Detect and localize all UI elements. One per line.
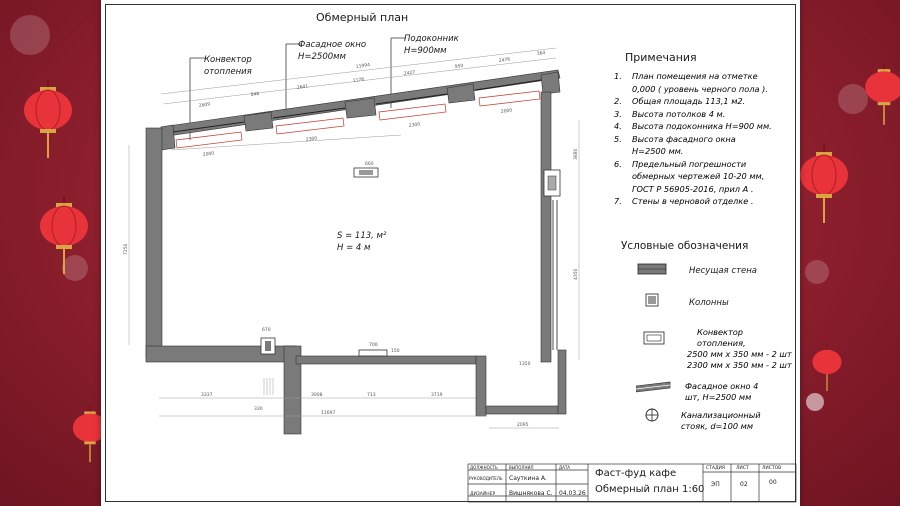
sheet-frame	[105, 4, 796, 502]
tb-designer: Вишнякова С.	[509, 490, 553, 497]
tb-sheets: 00	[769, 479, 777, 486]
note-text: План помещения на отметке	[632, 71, 758, 81]
tb-label: РУКОВОДИТЕЛЬ	[469, 476, 503, 481]
room-height: H = 4 м	[337, 243, 371, 253]
legend-sewer: Канализационный стояк, d=100 мм	[681, 410, 761, 432]
dim-misc: 330	[254, 406, 263, 412]
dim-bottom: 3337	[201, 392, 213, 398]
notes-list: 1. План помещения на отметке 0,000 ( урове…	[614, 70, 790, 208]
legend-convector-line: Конвектор	[697, 327, 743, 337]
legend-convector-line: отопления,	[697, 338, 746, 348]
dim-window: 2000	[500, 107, 512, 115]
note-text: H=2500 мм.	[632, 146, 684, 156]
legend-convector-line: 2300 мм х 350 мм - 2 шт	[687, 360, 792, 370]
note-text: Высота фасадного окна	[632, 133, 736, 144]
tb-sheet-name: Обмерный план 1:60	[595, 484, 705, 495]
tb-stage: ЭП	[711, 481, 720, 488]
notes-title: Примечания	[625, 51, 697, 64]
note-number: 5.	[614, 133, 622, 144]
dim-window: 2000	[202, 150, 214, 158]
legend-symbols	[636, 263, 671, 422]
dim-window: 2300	[408, 121, 420, 129]
dim-top: 846	[250, 91, 259, 98]
note-number: 1.	[614, 71, 622, 81]
legend-columns: Колонны	[689, 298, 729, 308]
note-number: 4.	[614, 121, 622, 131]
room-area: S = 113, м²	[337, 231, 387, 241]
lantern-icon	[72, 406, 108, 463]
dim-bottom: 3719	[431, 392, 443, 398]
note-text: Высота потолков 4 м.	[632, 108, 726, 119]
floor-plan: 11994 2609 846 2641 1176 2427 950 2476 3…	[123, 37, 797, 503]
dim-right: 3680	[573, 148, 579, 160]
tb-label: ДИЗАЙНЕР	[470, 492, 496, 497]
note-text: ГОСТ Р 56905-2016, прил А .	[632, 183, 754, 194]
tb-label: ДОЛЖНОСТЬ	[470, 465, 498, 470]
plan-title: Обмерный план	[316, 11, 409, 24]
tb-label: ДАТА	[559, 465, 571, 470]
callout-facade-window: Фасадное окно H=2500мм	[298, 40, 367, 62]
note-text: 0,000 ( уровень черного пола ).	[632, 83, 768, 94]
lantern-icon	[800, 145, 848, 223]
lantern-icon	[24, 80, 72, 158]
note-text: Высота подоконника H=900 мм.	[632, 121, 772, 131]
bokeh-light	[806, 393, 824, 411]
dim-misc: 150	[391, 348, 400, 354]
drawing-sheet: Обмерный план Конвектор отопления Фасадн…	[101, 0, 800, 506]
legend-sewer-line: Канализационный	[681, 410, 761, 420]
note-number: 2.	[614, 96, 622, 106]
dim-bottom-total: 11697	[321, 410, 335, 416]
note-text: Стены в черновой отделке .	[632, 196, 754, 206]
legend-sewer-line: стояк, d=100 мм	[681, 421, 753, 431]
bokeh-light	[62, 255, 88, 281]
dim-top: 2427	[403, 69, 415, 77]
tb-stage-label: СТАДИЯ	[706, 466, 725, 471]
dim-top: 2641	[296, 83, 308, 91]
tb-project: Фаст-фуд кафе	[595, 468, 677, 479]
dim-left: 7250	[123, 243, 129, 255]
dim-top: 364	[536, 50, 545, 57]
tb-supervisor: Сауткина А.	[509, 475, 547, 482]
lantern-icon	[865, 63, 900, 125]
note-number: 3.	[614, 108, 622, 119]
tb-date: 04.03.26	[559, 490, 586, 497]
dim-misc: 670	[262, 327, 271, 333]
note-number: 6.	[614, 158, 622, 169]
bokeh-light	[805, 260, 829, 284]
tb-sheets-label: ЛИСТОВ	[762, 466, 782, 471]
dim-window: 2300	[305, 135, 317, 143]
dim-misc: 700	[369, 342, 378, 348]
callout-sill: Подоконник H=900мм	[404, 34, 459, 56]
dim-right: 4350	[573, 268, 579, 280]
dim-top: 950	[454, 63, 463, 70]
dim-top: 2609	[198, 101, 210, 109]
note-text: Общая площадь 113,1 м2.	[632, 96, 746, 106]
legend-convector-line: 2500 мм х 350 мм - 2 шт	[687, 349, 792, 359]
legend-convector: Конвектор отопления, 2500 мм х 350 мм - …	[687, 327, 792, 371]
dim-bottom: 713	[367, 392, 376, 398]
note-number: 7.	[614, 196, 622, 206]
callout-convector: Конвектор отопления	[204, 55, 252, 77]
lantern-icon	[40, 196, 88, 274]
legend-title: Условные обозначения	[621, 240, 749, 252]
legend-facade-window-line: шт, H=2500 мм	[685, 392, 752, 402]
bokeh-light	[10, 15, 50, 55]
legend-facade-window-line: Фасадное окно 4	[685, 381, 759, 391]
dim-top: 2476	[498, 56, 510, 64]
dim-misc: 1350	[519, 361, 531, 367]
legend-bearing-wall: Несущая стена	[689, 266, 757, 276]
note-text: Предельный погрешности	[632, 158, 747, 169]
dim-bottom: 3008	[311, 392, 323, 398]
dim-misc: 2095	[517, 422, 529, 428]
tb-sheet-label: ЛИСТ	[736, 466, 749, 471]
dim-misc: 660	[365, 161, 374, 167]
bokeh-light	[838, 84, 868, 114]
tb-label: ВЫПОЛНИЛ	[509, 465, 534, 470]
lantern-icon	[812, 343, 842, 392]
note-text: обмерных чертежей 10-20 мм,	[632, 171, 765, 181]
tb-sheet: 02	[740, 481, 748, 488]
legend-facade-window: Фасадное окно 4 шт, H=2500 мм	[685, 381, 758, 403]
dim-top-total: 11994	[355, 62, 370, 70]
dim-top: 1176	[352, 76, 364, 84]
